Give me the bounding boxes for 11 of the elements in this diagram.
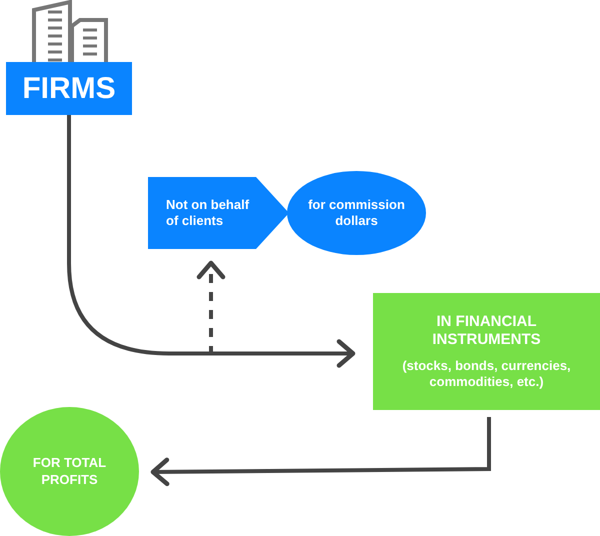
node-label: FIRMS [22,70,116,107]
arrow [67,115,356,368]
node-label: Not on behalf of clients [166,196,250,230]
arrow [150,417,491,486]
pentagon-box [148,177,289,249]
node-label: for commission dollars [307,196,406,230]
process-box [373,293,600,410]
node-label: FOR TOTAL PROFITS [32,455,108,488]
process-box [6,62,132,115]
node-note: (stocks, bonds, currencies, commodities, etc.) [401,358,572,390]
node-label: IN FINANCIAL INSTRUMENTS [431,312,542,350]
